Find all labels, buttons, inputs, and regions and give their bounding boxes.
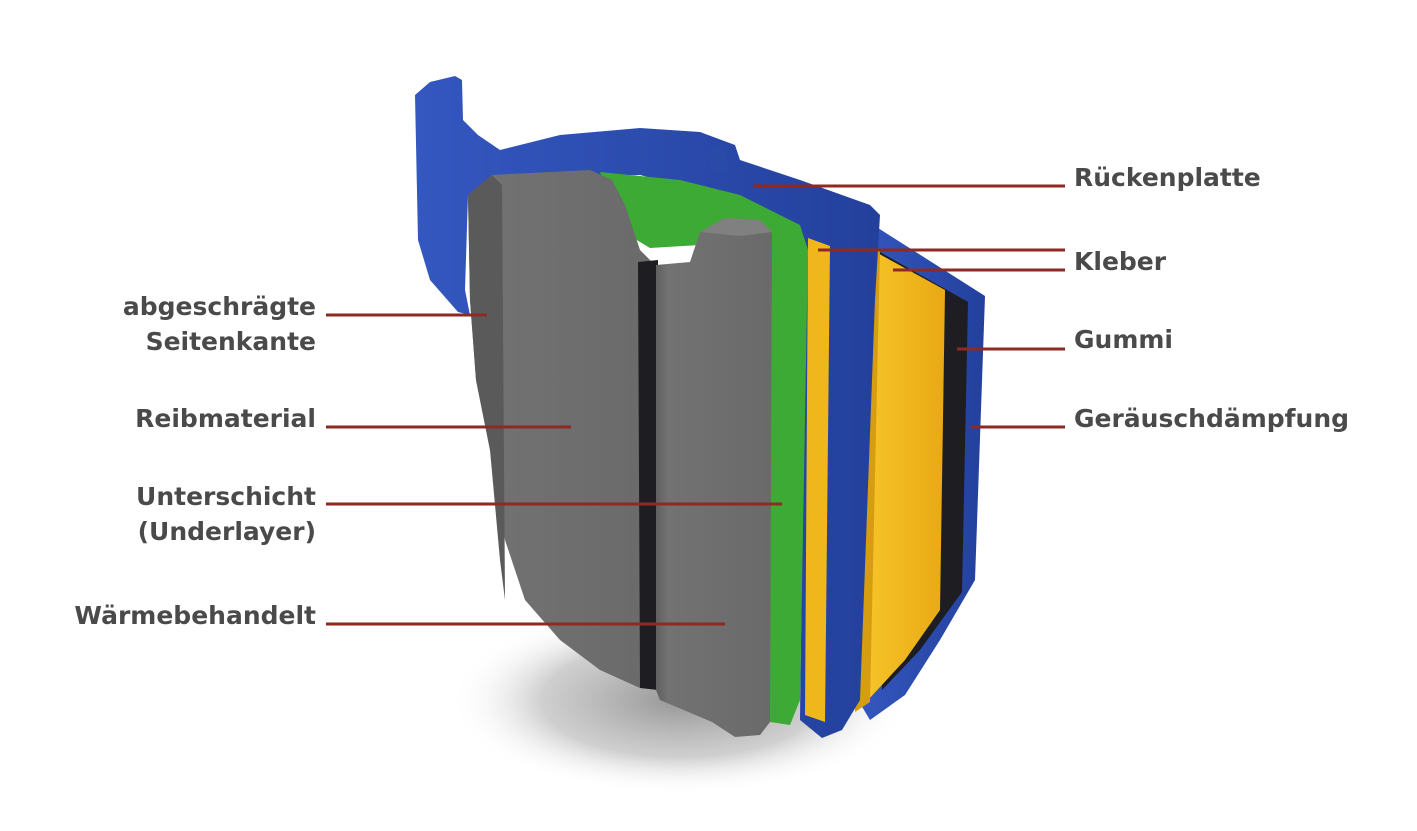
- friction-block-right: [656, 218, 772, 737]
- backing-plate-tab: [708, 145, 728, 172]
- label-unterschicht-line2: (Underlayer): [138, 517, 316, 546]
- beveled-edge: [468, 175, 505, 600]
- adhesive-layer: [805, 238, 830, 722]
- label-geraeuschdaempfung: Geräuschdämpfung: [1074, 404, 1349, 433]
- leader-lines: [326, 184, 1065, 626]
- label-waermebehandelt: Wärmebehandelt: [74, 601, 316, 630]
- friction-block-right-top: [700, 218, 772, 236]
- rubber-layer: [862, 250, 945, 700]
- friction-block-left: [468, 170, 655, 688]
- label-gummi: Gummi: [1074, 325, 1173, 354]
- label-rueckenplatte: Rückenplatte: [1074, 163, 1261, 192]
- label-kleber: Kleber: [1074, 247, 1167, 276]
- label-reibmaterial: Reibmaterial: [135, 404, 316, 433]
- label-seitenkante-line1: abgeschrägte: [123, 292, 316, 321]
- label-seitenkante-line2: Seitenkante: [146, 327, 316, 356]
- slot-gap: [638, 260, 658, 690]
- backing-plate: [415, 76, 880, 738]
- label-unterschicht-line1: Unterschicht: [136, 482, 316, 511]
